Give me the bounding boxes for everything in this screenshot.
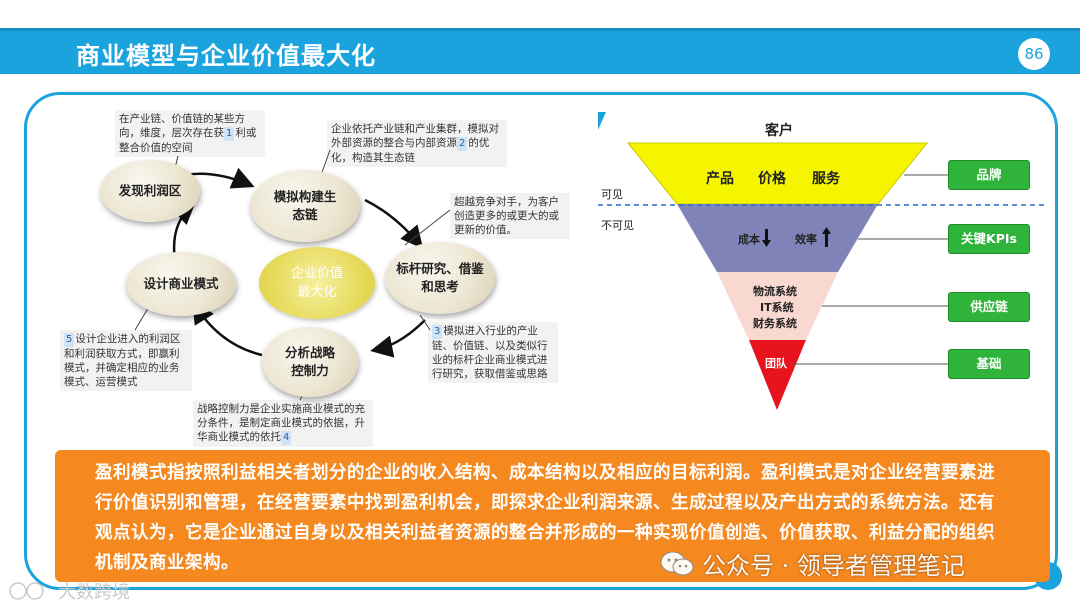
node-center-value-max: 企业价值 最大化: [259, 247, 375, 319]
brand-button: 品牌: [948, 160, 1030, 190]
supply-chain-button: 供应链: [948, 292, 1030, 322]
page-title: 商业模型与企业价值最大化: [76, 42, 376, 70]
page-number: 86: [1018, 38, 1050, 70]
visible-label: 可见: [601, 188, 623, 201]
leader-note-3: [419, 314, 431, 331]
brand-watermark-icon: [9, 582, 44, 600]
node-design-business-model: 设计商业模式: [126, 252, 236, 316]
tier-third-finance: 财务系统: [753, 317, 797, 330]
tier-bottom-red: [749, 340, 806, 410]
foundation-button: 基础: [948, 349, 1030, 379]
summary-text: 盈利模式指按照利益相关者划分的企业的收入结构、成本结构以及相应的目标利润。盈利模…: [95, 463, 995, 573]
key-kpis-button: 关键KPIs: [948, 224, 1030, 254]
tier-second-cost: 成本: [738, 233, 760, 246]
header-bar: [0, 28, 1080, 74]
note-4: 战略控制力是企业实施商业模式的充分条件，是制定商业模式的依据，升华商业模式的依托…: [193, 400, 373, 447]
node-simulate-ecosystem: 模拟构建生 态链: [250, 170, 360, 242]
content-card: [24, 92, 1058, 590]
tier-third-it: IT系统: [760, 301, 794, 314]
tier-third-pink: [717, 272, 838, 340]
note-benchmark: 超越竞争对手，为客户创造更多的或更大的或更新的价值。: [450, 193, 570, 239]
wechat-watermark: 公众号 · 领导者管理笔记: [660, 546, 965, 581]
node-discover-profit-zone: 发现利润区: [100, 160, 200, 222]
node-benchmark-research: 标杆研究、借鉴 和思考: [385, 242, 495, 314]
wechat-icon: [660, 551, 694, 575]
tier-second-purple: [677, 204, 878, 272]
cycle-arrow-3: [370, 319, 426, 358]
tier-third-logistics: 物流系统: [753, 285, 797, 298]
efficiency-up-arrow-icon: [822, 227, 831, 247]
cost-down-arrow-icon: [762, 229, 771, 247]
tier-top-service: 服务: [812, 171, 840, 187]
brand-watermark: 大数跨境: [8, 578, 130, 604]
tier-bottom-team: 团队: [765, 357, 787, 370]
tier-second-efficiency: 效率: [795, 233, 817, 246]
leader-note-benchmark: [404, 209, 451, 246]
node-strategic-control: 分析战略 控制力: [262, 327, 358, 397]
cycle-arrow-2: [364, 198, 424, 249]
decorative-corner-mark: [598, 112, 606, 130]
tier-top-price: 价格: [758, 171, 786, 187]
customer-label: 客户: [765, 123, 793, 139]
summary-box: 盈利模式指按照利益相关者划分的企业的收入结构、成本结构以及相应的目标利润。盈利模…: [55, 450, 1050, 582]
tier-top-product: 产品: [706, 171, 734, 187]
invisible-label: 不可见: [601, 219, 634, 232]
